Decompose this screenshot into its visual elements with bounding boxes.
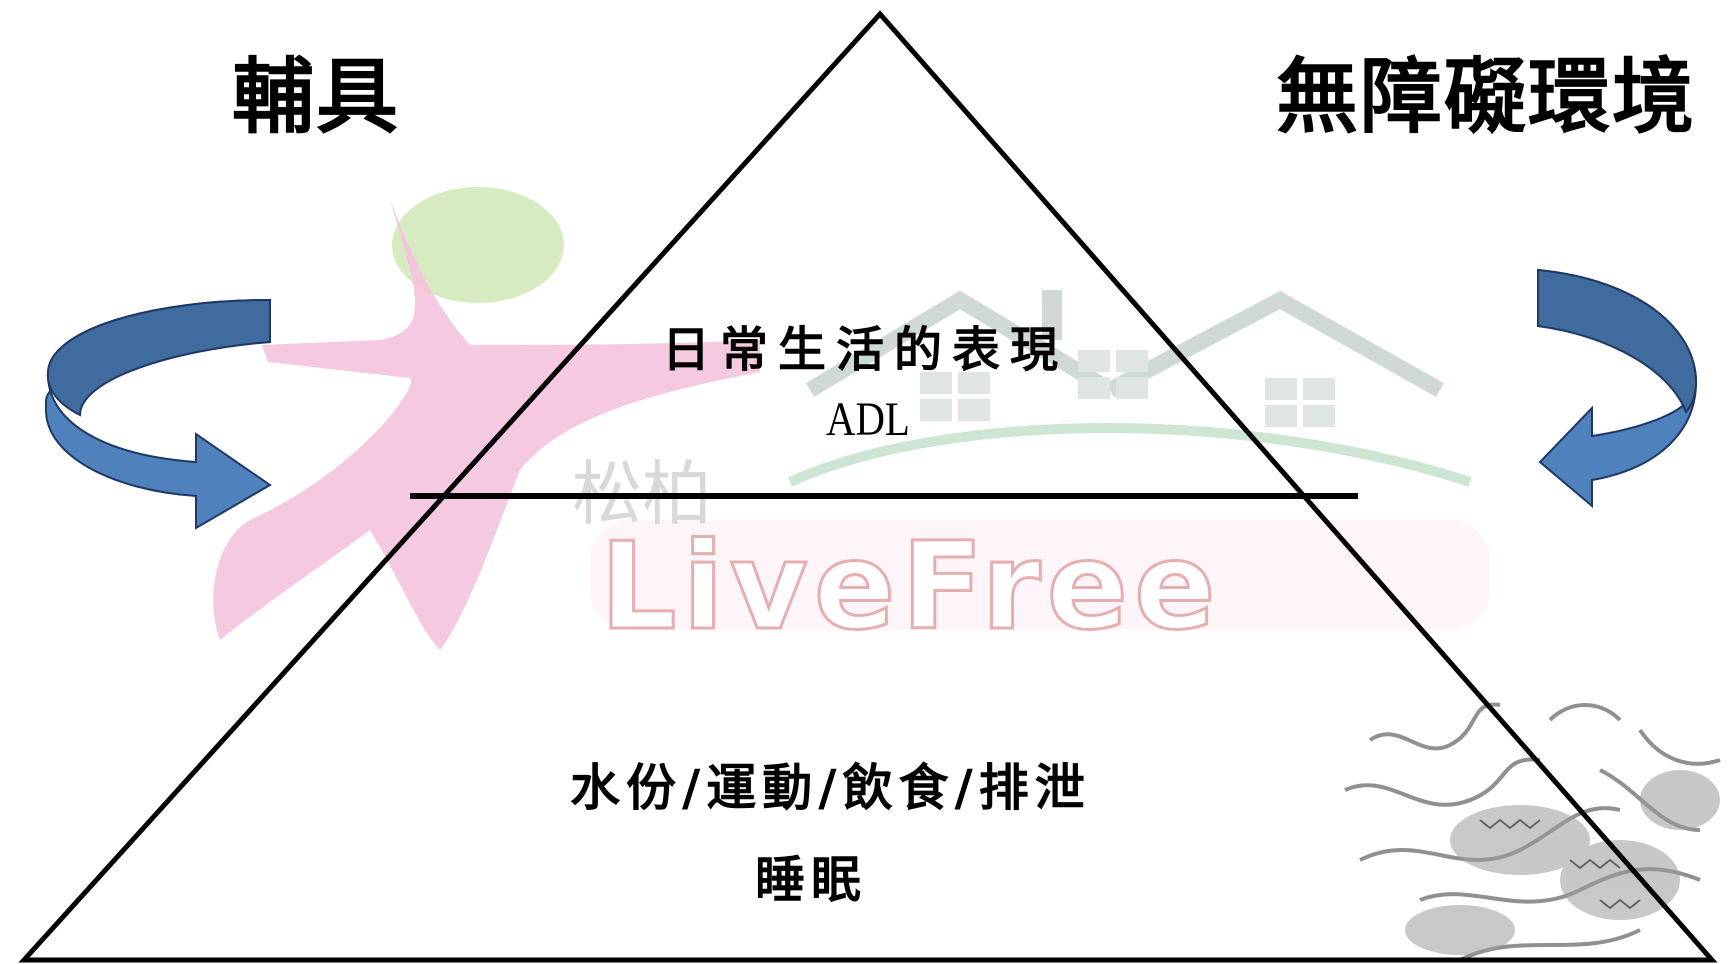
watermark-text-en: LiveFree [598,517,1222,659]
bottom-tier-sublabel: 睡眠 [755,850,867,909]
watermark-head-circle [392,187,564,303]
left-title-assistive-devices: 輔具 [232,49,401,145]
left-arrow-fold [46,298,271,417]
bottom-tier-label: 水份/運動/飲食/排泄 [570,758,1091,817]
watermark-roof-left [805,290,1115,397]
watermark-pink-figure [213,200,760,650]
top-tier-label: 日常生活的表現 [662,322,1069,378]
right-title-barrier-free-environment: 無障礙環境 [1276,49,1697,145]
right-arrow-fold [1537,268,1698,414]
watermark-roof-right [1106,290,1444,398]
watermark-letter-band [590,520,1490,630]
watermark-windows [920,350,1335,427]
pyramid-outline [18,10,1718,963]
top-tier-sublabel: ADL [826,393,910,446]
watermark-ground-arc [787,423,1472,487]
watermark-chimney [1042,290,1062,340]
